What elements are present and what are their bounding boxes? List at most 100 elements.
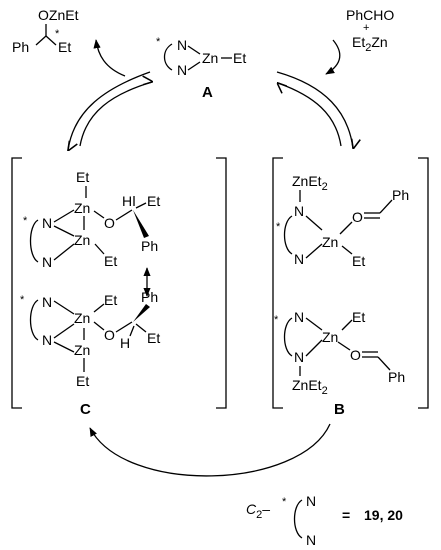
phcho-label: PhCHO — [346, 7, 394, 23]
bond — [53, 300, 75, 315]
et-group: Et — [147, 330, 160, 346]
bond — [377, 356, 391, 371]
bond — [135, 323, 147, 333]
et-group: Et — [352, 309, 365, 325]
bond — [115, 321, 133, 333]
et-group: Et — [76, 169, 89, 185]
chiral-backbone — [283, 215, 293, 255]
complex-c-bottom: * N Et Zn O Ph Et H N Zn Et — [20, 289, 160, 389]
o-atom: O — [352, 209, 363, 225]
stereo-star: * — [55, 28, 60, 40]
label-b: B — [334, 401, 345, 418]
bond — [53, 243, 75, 261]
et-group: Et — [104, 292, 117, 308]
ligand-legend: C2– * N N = 19, 20 — [246, 493, 403, 548]
n-atom: N — [306, 493, 316, 509]
bond — [53, 209, 75, 223]
n-atom: N — [294, 309, 304, 325]
et-group: Et — [76, 373, 89, 389]
o-atom: O — [350, 347, 361, 363]
ph-group: Ph — [141, 289, 158, 305]
bond — [93, 303, 105, 313]
et2zn-label: Et2Zn — [352, 34, 388, 54]
zn-atom: Zn — [202, 50, 218, 66]
o-atom: O — [104, 215, 115, 231]
bracket-c — [11, 157, 227, 409]
product-alkoxide: OZnEt * Ph Et — [12, 7, 79, 55]
h-atom: H — [120, 335, 130, 351]
n-atom: N — [294, 349, 304, 365]
et-group: Et — [233, 50, 246, 66]
equilibrium-arrow-forward — [68, 71, 151, 150]
bond — [35, 35, 47, 46]
zn-atom: Zn — [322, 329, 338, 345]
bond — [115, 209, 133, 221]
reagents: PhCHO + Et2Zn — [346, 7, 394, 54]
zn-atom: Zn — [74, 232, 90, 248]
n-atom: N — [294, 251, 304, 267]
bond — [305, 215, 323, 231]
stereo-star: * — [274, 314, 279, 326]
zn-atom: Zn — [74, 342, 90, 358]
zn-atom: Zn — [74, 200, 90, 216]
wedge-bond — [133, 304, 150, 322]
chiral-backbone — [283, 317, 293, 357]
bond — [341, 245, 353, 255]
bond — [187, 61, 201, 71]
right-bracket — [216, 157, 227, 409]
et-group: Et — [104, 253, 117, 269]
stereo-star: * — [276, 221, 281, 233]
complex-a: * N N Zn Et A — [156, 36, 246, 101]
complex-c-top: Et Zn O H Et Ph * N Zn N Et — [23, 169, 160, 270]
stereo-star: * — [282, 496, 287, 508]
reagent-entry-arrow — [325, 39, 341, 75]
label-a: A — [202, 84, 213, 101]
product-release-arrow — [93, 39, 126, 77]
wedge-bond — [133, 210, 149, 238]
stereo-star: * — [156, 36, 161, 48]
h-atom: H — [122, 193, 132, 209]
stereo-star: * — [23, 215, 28, 227]
bond — [187, 45, 201, 55]
chiral-backbone — [29, 219, 39, 263]
n-atom: N — [177, 62, 187, 78]
complex-b-bottom: * N Et Zn N O Ph ZnEt2 — [274, 309, 405, 397]
ligand-numbers: 19, 20 — [364, 507, 403, 523]
left-bracket — [11, 157, 22, 409]
bracket-b — [272, 157, 429, 409]
bond — [305, 317, 323, 331]
et-label: Et — [58, 39, 71, 55]
zn-atom: Zn — [322, 234, 338, 250]
znet2-group: ZnEt2 — [292, 377, 328, 397]
chiral-backbone — [293, 499, 303, 539]
bond — [339, 221, 353, 235]
et-group: Et — [352, 253, 365, 269]
bond — [341, 319, 353, 331]
ph-group: Ph — [388, 369, 405, 385]
c2-label: C2– — [246, 501, 270, 521]
bond — [53, 225, 75, 237]
bond — [379, 199, 393, 214]
stereo-star: * — [20, 294, 25, 306]
equilibrium-arrow-reverse — [79, 82, 152, 147]
o-atom: O — [104, 327, 115, 343]
bond — [305, 243, 323, 259]
bond — [305, 339, 323, 357]
bond — [129, 325, 135, 337]
bond — [135, 202, 147, 209]
equals-sign: = — [342, 507, 350, 523]
equilibrium-arrow-reverse — [278, 83, 342, 147]
chiral-backbone — [163, 43, 173, 71]
right-bracket — [418, 157, 429, 409]
znet2-group: ZnEt2 — [292, 173, 328, 193]
left-bracket — [272, 157, 283, 409]
zn-atom: Zn — [74, 310, 90, 326]
n-atom: N — [42, 294, 52, 310]
ph-label: Ph — [12, 39, 29, 55]
ph-group: Ph — [141, 238, 158, 254]
bond — [337, 341, 351, 351]
bond — [53, 341, 75, 353]
ph-group: Ph — [392, 187, 409, 203]
ozn-label: OZnEt — [38, 7, 79, 23]
